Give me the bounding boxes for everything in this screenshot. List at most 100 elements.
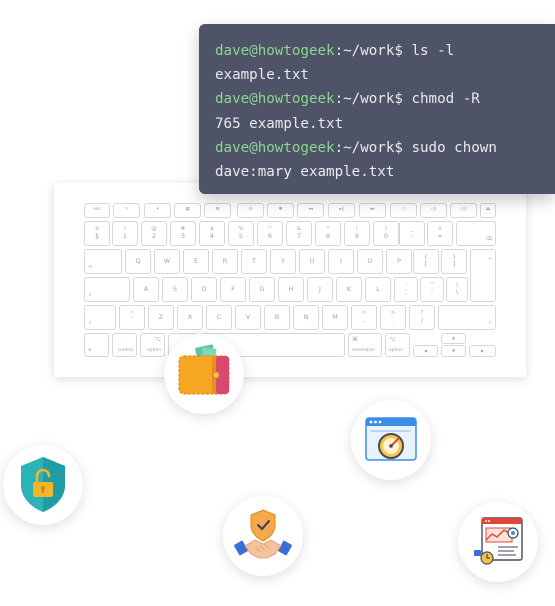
key-label: M xyxy=(332,313,338,322)
key-quote: "' xyxy=(420,277,444,302)
key-bottom-label: . xyxy=(391,315,395,324)
key-m: M xyxy=(322,305,348,330)
terminal-command: ls -l xyxy=(402,43,455,59)
caps-lock-icon: ⇪ xyxy=(88,293,92,299)
key-bottom-label: 2 xyxy=(151,231,157,240)
key-f12: ◁)) xyxy=(450,203,477,218)
key-top-label: % xyxy=(238,226,244,233)
key-f6: ✺ xyxy=(267,203,294,218)
key-period: >. xyxy=(380,305,406,330)
shift-icon: ⇧ xyxy=(488,321,492,327)
key-bottom-label: \ xyxy=(455,287,459,296)
key-n: N xyxy=(293,305,319,330)
key-label: command xyxy=(352,348,374,354)
key-4: $4 xyxy=(199,221,225,246)
key-z: Z xyxy=(148,305,174,330)
key-return: ↵ xyxy=(470,249,496,302)
key-bottom-label: 6 xyxy=(267,231,273,240)
terminal-command: chmod -R xyxy=(402,91,480,108)
key-label: D xyxy=(201,285,207,294)
key-label: O xyxy=(367,257,373,266)
key-command-right: ⌘command xyxy=(348,333,382,357)
key-backtick: ~` xyxy=(119,305,145,330)
key-shift-left: ⇧ xyxy=(84,305,116,330)
key-top-label: ! xyxy=(123,226,127,233)
key-bottom-label: 9 xyxy=(354,231,360,240)
key-top-label: & xyxy=(296,226,302,233)
key-t: T xyxy=(241,249,267,274)
key-9: (9 xyxy=(344,221,370,246)
key-top-label: _ xyxy=(410,226,414,233)
shift-icon: ⇧ xyxy=(88,321,92,327)
terminal-line: dave:mary example.txt xyxy=(215,160,555,184)
key-bottom-label: 8 xyxy=(325,231,331,240)
key-label: control xyxy=(117,348,133,354)
key-f1: ☼ xyxy=(113,203,140,218)
key-label: S xyxy=(172,285,178,294)
analytics-badge xyxy=(458,502,538,582)
key-6: ^6 xyxy=(257,221,283,246)
trust-badge xyxy=(223,496,303,576)
key-7: &7 xyxy=(286,221,312,246)
key-i: I xyxy=(328,249,354,274)
key-top-label: " xyxy=(430,282,434,289)
key-section: ±§ xyxy=(84,221,110,246)
key-top-label: > xyxy=(390,310,396,317)
key-top-label: $ xyxy=(210,226,214,233)
key-fn: ⊕ xyxy=(84,333,109,357)
key-bottom-label: 1 xyxy=(122,231,128,240)
key-label: Y xyxy=(281,257,285,266)
key-label: V xyxy=(245,313,251,322)
key-0: )0 xyxy=(373,221,399,246)
key-label: ☀ xyxy=(155,207,160,213)
key-label: Q xyxy=(135,257,141,266)
key-top-label: # xyxy=(180,226,186,233)
key-label: I xyxy=(340,257,342,266)
key-top-label: < xyxy=(361,310,367,317)
dashboard-badge xyxy=(351,400,431,480)
key-top-label: ? xyxy=(420,310,424,317)
key-y: Y xyxy=(270,249,296,274)
key-f5: ⁂ xyxy=(237,203,264,218)
key-caps-lock: ⇪ xyxy=(84,277,130,302)
key-label: P xyxy=(397,257,401,266)
key-label: F xyxy=(231,285,235,294)
key-option-left: ⌥option xyxy=(140,333,165,357)
key-bottom-label: 3 xyxy=(180,231,186,240)
key-bottom-label: ] xyxy=(452,259,456,268)
key-label: Z xyxy=(158,313,164,322)
key-top-label: ± xyxy=(94,226,100,233)
key-a: A xyxy=(133,277,159,302)
key-f3: ▦ xyxy=(174,203,201,218)
key-h: H xyxy=(278,277,304,302)
key-arrow-left: ◀ xyxy=(413,345,438,357)
key-k: K xyxy=(336,277,362,302)
key-label: ◁)) xyxy=(459,207,468,213)
key-f: F xyxy=(220,277,246,302)
key-top-label: ) xyxy=(384,226,388,233)
key-label: ☼ xyxy=(124,207,129,213)
key-j: J xyxy=(307,277,333,302)
key-label: E xyxy=(193,257,199,266)
tab-icon: ⇥ xyxy=(88,265,92,271)
handshake-shield-icon xyxy=(234,509,292,559)
key-bottom-label: 5 xyxy=(238,231,244,240)
key-label: A xyxy=(143,285,149,294)
key-p: P xyxy=(386,249,412,274)
monitor-analytics-icon xyxy=(474,517,523,565)
key-label: H xyxy=(288,285,294,294)
key-1: !1 xyxy=(112,221,138,246)
key-esc: esc xyxy=(84,203,110,218)
wallet-icon xyxy=(178,344,230,395)
key-top-label: ( xyxy=(355,226,359,233)
key-label: ✺ xyxy=(278,207,283,213)
key-8: *8 xyxy=(315,221,341,246)
key-option-right: ⌥option xyxy=(385,333,410,357)
key-q: Q xyxy=(125,249,151,274)
terminal-line: dave@howtogeek:~/work$ ls -l xyxy=(215,39,555,63)
shield-unlock-icon xyxy=(21,457,65,512)
terminal-line: dave@howtogeek:~/work$ chmod -R xyxy=(215,87,555,111)
key-top-label: { xyxy=(424,254,428,261)
key-delete: ⌫ xyxy=(456,221,496,246)
key-tab: ⇥ xyxy=(84,249,122,274)
